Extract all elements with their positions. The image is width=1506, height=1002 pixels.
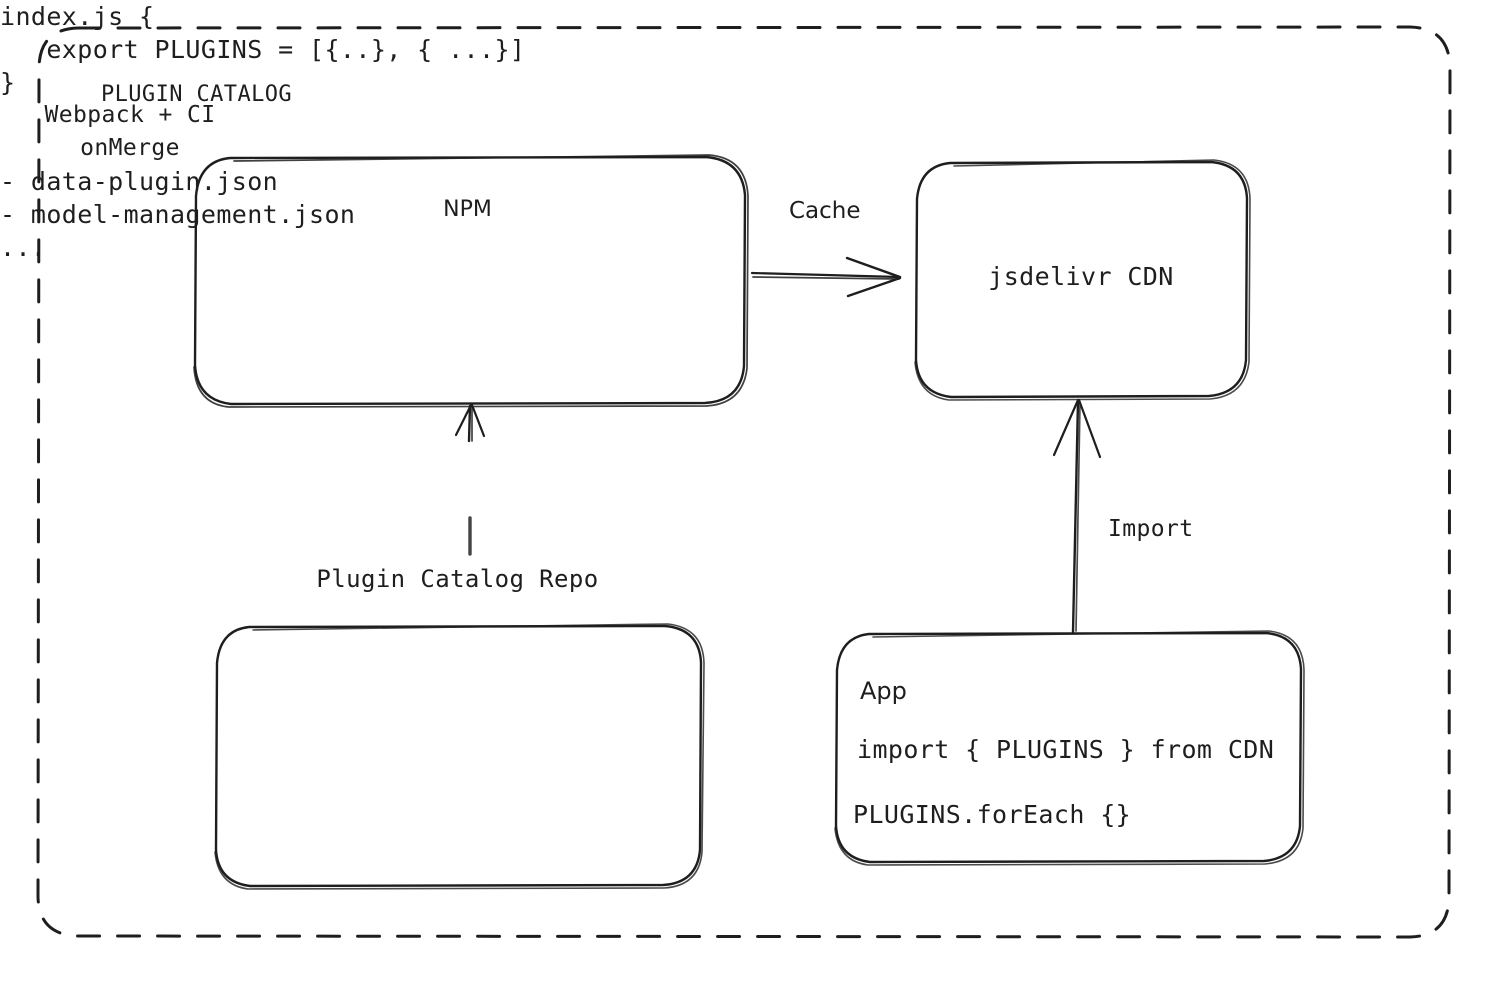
- app-node-title: App: [860, 677, 907, 705]
- cache-edge-label: Cache: [789, 198, 861, 224]
- npm-code-line-1: index.js {: [0, 2, 155, 31]
- build-edge-label: Webpack + CI onMerge: [0, 99, 260, 165]
- app-code-line-1: import { PLUGINS } from CDN: [857, 735, 1275, 764]
- build-edge-label-line-1: Webpack + CI: [44, 102, 216, 128]
- import-arrow: [1052, 398, 1102, 634]
- build-arrow: [454, 403, 486, 556]
- repo-list-item-1: - data-plugin.json: [0, 167, 279, 196]
- cdn-node-title: jsdelivr CDN: [988, 262, 1174, 291]
- repo-node-shape[interactable]: [214, 623, 705, 890]
- build-edge-label-line-2: onMerge: [80, 135, 180, 161]
- repo-list-item-3: ...: [0, 233, 47, 262]
- app-code-line-2: PLUGINS.forEach {}: [853, 800, 1132, 829]
- npm-code-line-3: }: [0, 68, 16, 97]
- npm-node-code: index.js { export PLUGINS = [{..}, { ...…: [0, 0, 1506, 99]
- npm-node-title: NPM: [443, 197, 492, 222]
- repo-node-list: - data-plugin.json - model-management.js…: [0, 165, 1506, 264]
- repo-node-caption: Plugin Catalog Repo: [316, 565, 599, 593]
- import-edge-label: Import: [1108, 516, 1194, 542]
- repo-list-item-2: - model-management.json: [0, 200, 356, 229]
- npm-code-line-2: export PLUGINS = [{..}, { ...}]: [0, 35, 526, 64]
- plugin-catalog-group-title: PLUGIN CATALOG: [101, 82, 293, 107]
